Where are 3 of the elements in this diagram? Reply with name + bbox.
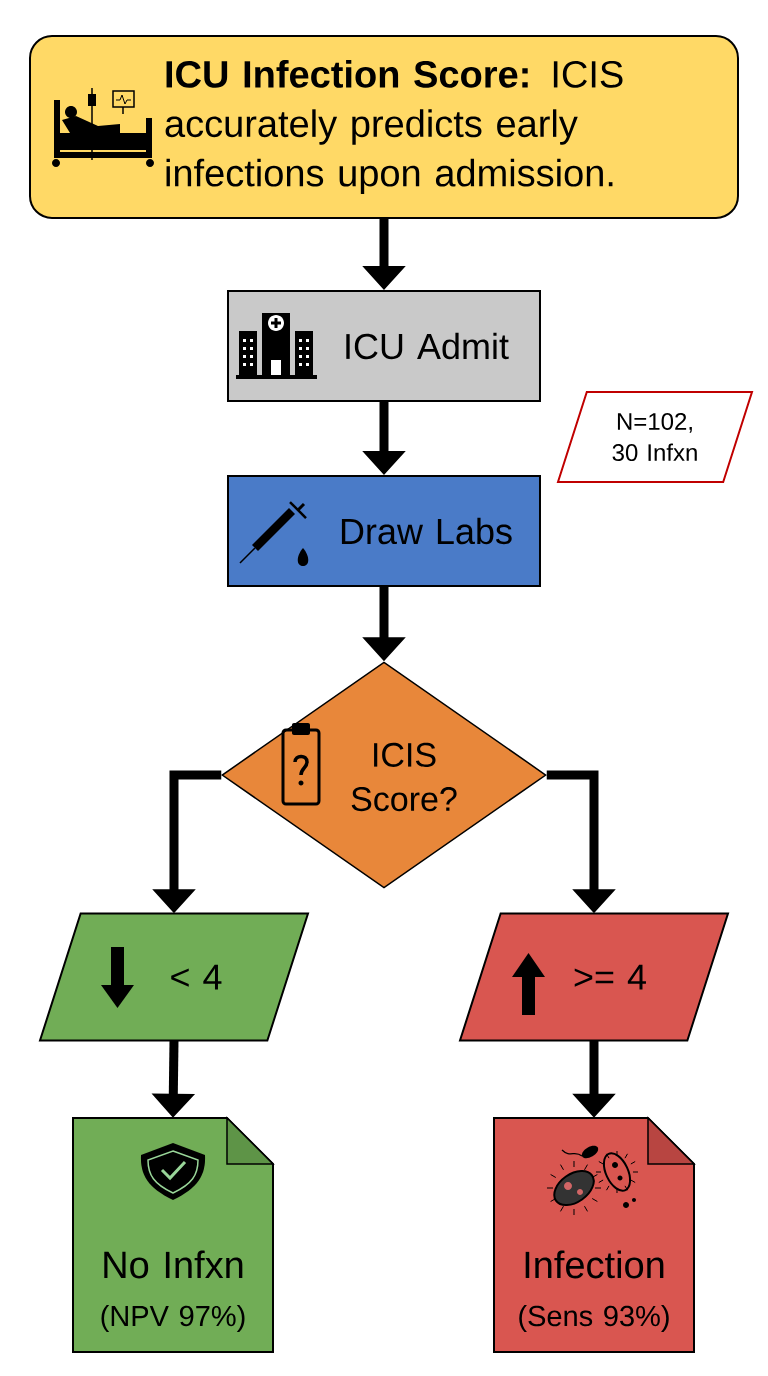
process-box: ICU Admit (227, 290, 541, 402)
process-box: Draw Labs (227, 475, 541, 587)
title-box: ICU Infection Score: ICIS accurately predicts early infections upon admission. (29, 35, 739, 219)
